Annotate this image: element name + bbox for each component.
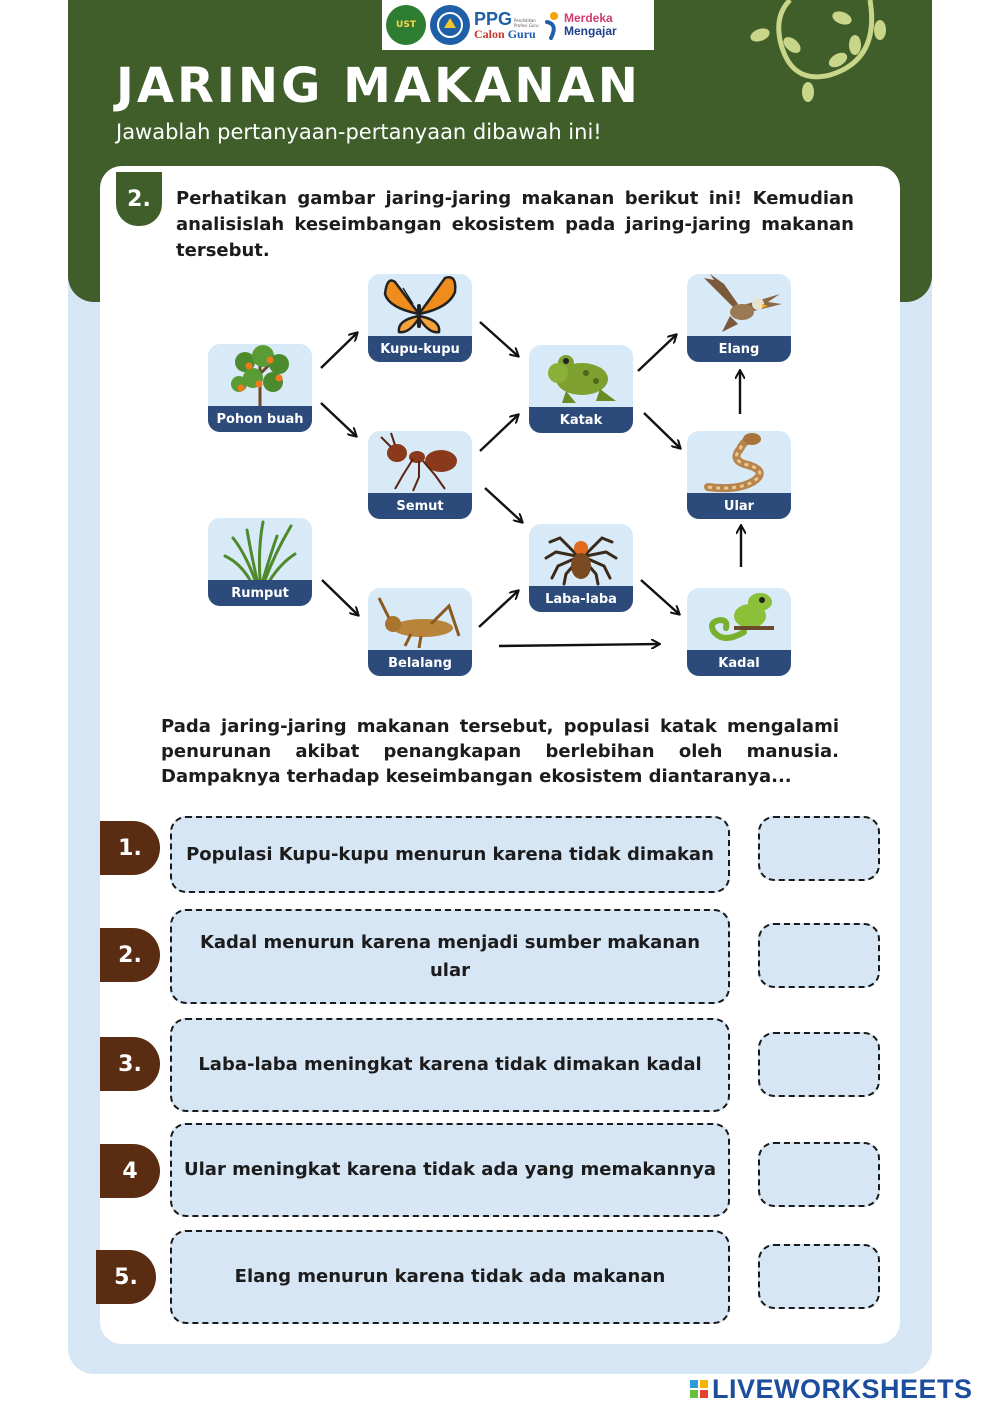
answer-drop-box[interactable] xyxy=(758,816,880,881)
ust-logo: UST xyxy=(386,5,426,45)
kemendikbud-logo xyxy=(430,5,470,45)
ant-icon xyxy=(380,432,457,492)
grasshopper-icon xyxy=(377,597,461,649)
node-kupu-kupu: Kupu-kupu xyxy=(368,274,472,362)
node-elang: Elang xyxy=(687,274,791,362)
option-item[interactable]: Ular meningkat karena tidak ada yang mem… xyxy=(170,1123,730,1217)
node-label: Katak xyxy=(529,407,633,433)
node-label: Ular xyxy=(687,493,791,519)
option-number: 3. xyxy=(100,1037,160,1091)
option-item[interactable]: Kadal menurun karena menjadi sumber maka… xyxy=(170,909,730,1004)
node-katak: Katak xyxy=(529,345,633,433)
option-number: 2. xyxy=(100,928,160,982)
scenario-text: Pada jaring-jaring makanan tersebut, pop… xyxy=(161,716,839,787)
node-label: Elang xyxy=(687,336,791,362)
vine-decoration-icon xyxy=(750,0,886,102)
node-label: Semut xyxy=(368,493,472,519)
liveworksheets-brand: LIVEWORKSHEETS xyxy=(690,1374,973,1404)
node-ular: Ular xyxy=(687,431,791,519)
ppg-guru: Guru xyxy=(507,27,536,41)
eagle-icon xyxy=(704,274,782,332)
question-text: Perhatikan gambar jaring-jaring makanan … xyxy=(176,188,854,261)
node-pohon-buah: Pohon buah xyxy=(208,344,312,432)
fruit-tree-icon xyxy=(231,345,289,406)
option-item[interactable]: Elang menurun karena tidak ada makanan xyxy=(170,1230,730,1324)
node-rumput: Rumput xyxy=(208,518,312,606)
ppg-calon: Calon xyxy=(474,27,505,41)
page-title: JARING MAKANAN xyxy=(116,58,641,114)
option-number: 1. xyxy=(100,821,160,875)
node-semut: Semut xyxy=(368,431,472,519)
node-kadal: Kadal xyxy=(687,588,791,676)
answer-drop-box[interactable] xyxy=(758,1142,880,1207)
option-item[interactable]: Populasi Kupu-kupu menurun karena tidak … xyxy=(170,816,730,893)
answer-drop-box[interactable] xyxy=(758,1244,880,1309)
liveworksheets-logo-icon xyxy=(690,1380,708,1398)
node-label: Kadal xyxy=(687,650,791,676)
spider-icon xyxy=(544,536,618,586)
option-number: 5. xyxy=(96,1250,156,1304)
answer-drop-box[interactable] xyxy=(758,923,880,988)
butterfly-icon xyxy=(383,276,457,334)
merdeka-swoosh-icon xyxy=(545,12,559,40)
node-label: Belalang xyxy=(368,650,472,676)
answer-drop-box[interactable] xyxy=(758,1032,880,1097)
page-subtitle: Jawablah pertanyaan-pertanyaan dibawah i… xyxy=(116,120,602,144)
node-belalang: Belalang xyxy=(368,588,472,676)
grass-icon xyxy=(223,520,297,580)
node-label: Pohon buah xyxy=(208,406,312,432)
lizard-icon xyxy=(709,593,774,641)
snake-icon xyxy=(704,433,764,493)
logo-strip: UST PPG Pendidikan Profesi Guru Calon Gu… xyxy=(382,0,654,50)
ppg-logo: PPG Pendidikan Profesi Guru Calon Guru xyxy=(474,9,539,41)
frog-icon xyxy=(548,355,616,403)
node-laba-laba: Laba-laba xyxy=(529,524,633,612)
merdeka-mengajar-logo: Merdeka Mengajar xyxy=(544,10,617,40)
node-label: Rumput xyxy=(208,580,312,606)
node-label: Laba-laba xyxy=(529,586,633,612)
option-number: 4 xyxy=(100,1144,160,1198)
node-label: Kupu-kupu xyxy=(368,336,472,362)
option-item[interactable]: Laba-laba meningkat karena tidak dimakan… xyxy=(170,1018,730,1112)
question-number-badge: 2. xyxy=(116,172,162,226)
